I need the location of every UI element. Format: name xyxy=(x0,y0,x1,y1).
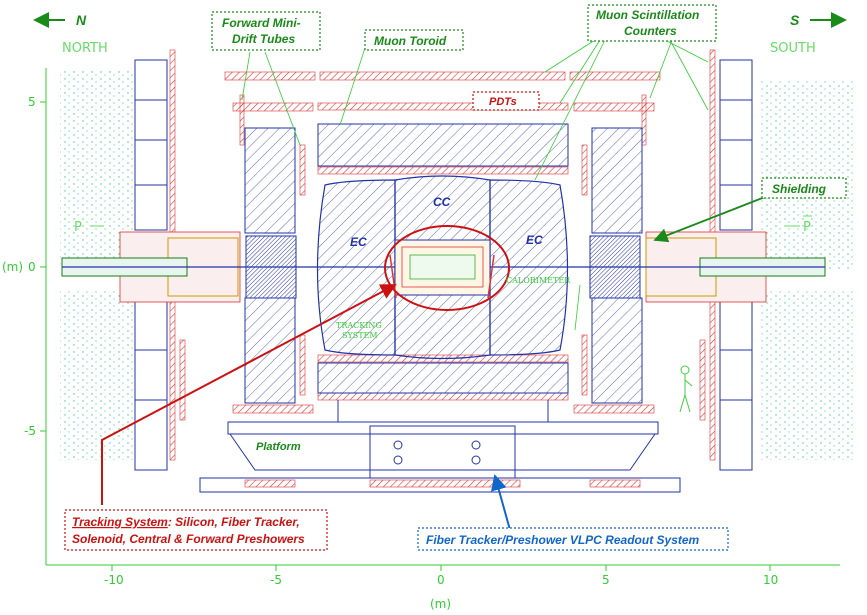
south-label: SOUTH xyxy=(770,41,816,56)
tracking-system-callout: Tracking System: Silicon, Fiber Tracker, xyxy=(72,515,300,529)
muon-scint-label-1: Muon Scintillation xyxy=(596,8,699,22)
calorimeter-label: CALORIMETER xyxy=(506,276,571,285)
y-tick-label: 5 xyxy=(28,95,36,109)
shielding-arrow xyxy=(653,194,771,243)
forward-mini-drift-label-2: Drift Tubes xyxy=(232,32,295,46)
platform xyxy=(199,400,681,493)
x-tick-label: -5 xyxy=(270,573,282,587)
y-axis-unit: (m) xyxy=(2,260,23,274)
y-tick-label: 0 xyxy=(28,260,36,274)
leader-lines xyxy=(241,39,709,331)
north-arrow-label: N xyxy=(76,12,87,28)
forward-mini-drift-label-1: Forward Mini- xyxy=(222,16,301,30)
platform-label: Platform xyxy=(256,441,301,453)
muon-scint-box xyxy=(587,4,717,42)
x-tick-label: 0 xyxy=(437,573,445,587)
tracking-system-label-2: SYSTEM xyxy=(342,331,378,340)
forward-assemblies xyxy=(61,231,826,303)
x-tick-label: 10 xyxy=(763,573,778,587)
tracking-system-title: Tracking System xyxy=(72,515,168,529)
tracking-system-detail: : Silicon, Fiber Tracker, xyxy=(168,515,300,529)
ec-left-label: EC xyxy=(350,235,367,249)
ec-right-label: EC xyxy=(526,233,543,247)
pdts-label: PDTs xyxy=(489,96,517,108)
pbar-beam-label: P xyxy=(803,220,811,235)
tracking-system-box xyxy=(64,509,328,551)
shielding-box xyxy=(761,177,847,199)
fiber-readout-arrow xyxy=(491,474,511,531)
north-label: NORTH xyxy=(62,41,108,56)
muon-toroid-box xyxy=(364,29,464,51)
muon-scint-label-2: Counters xyxy=(624,24,677,38)
fiber-readout-box xyxy=(417,527,729,551)
muon-toroid-iron xyxy=(244,123,643,404)
x-tick-label: -10 xyxy=(104,573,124,587)
tracking-arrow xyxy=(101,284,397,505)
fiber-readout-label: Fiber Tracker/Preshower VLPC Readout Sys… xyxy=(426,533,700,547)
tracking-system-label-1: TRACKING xyxy=(336,321,382,330)
tracking-highlight-ellipse xyxy=(384,225,510,311)
person-figure xyxy=(679,365,693,413)
muon-toroid-label: Muon Toroid xyxy=(374,34,447,48)
south-arrow-label: S xyxy=(790,12,800,28)
forward-mini-drift-box xyxy=(211,11,321,51)
y-tick-label: -5 xyxy=(24,424,36,438)
pdts-box xyxy=(472,91,540,111)
shielding-label: Shielding xyxy=(772,182,827,196)
tracking-system-callout-line2: Solenoid, Central & Forward Preshowers xyxy=(72,532,305,546)
x-axis-unit: (m) xyxy=(430,597,451,611)
p-beam-label: P xyxy=(74,220,82,235)
axis-frame xyxy=(40,68,840,571)
central-tracker xyxy=(389,239,495,299)
cc-label: CC xyxy=(433,195,451,209)
x-tick-label: 5 xyxy=(602,573,610,587)
